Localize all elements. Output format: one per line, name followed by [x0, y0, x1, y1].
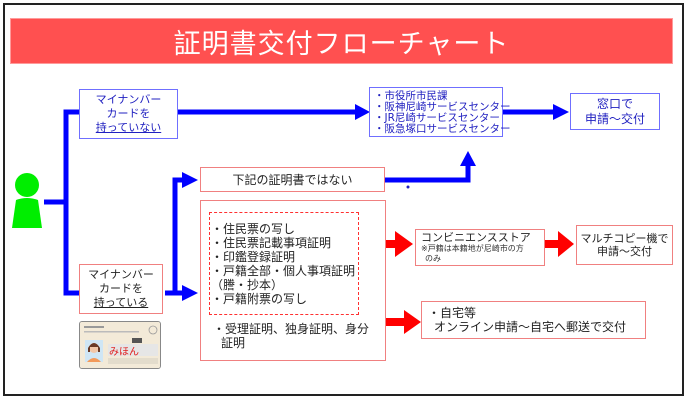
- online-application-box: ・自宅等 オンライン申請～自宅へ郵送で交付: [421, 301, 646, 339]
- counter-locations-box: ・市役所市民課 ・阪神尼崎サービスセンター ・JR尼崎サービスセンター ・阪急塚…: [369, 87, 511, 137]
- online-line2: オンライン申請～自宅へ郵送で交付: [434, 320, 627, 334]
- other-certificates-line1: ・受理証明、独身証明、身分: [213, 322, 370, 336]
- convenience-store-box: コンビニエンスストア ※戸籍は本籍地が尼崎市の方 のみ: [415, 229, 545, 266]
- has-card-line3: 持っている: [93, 296, 149, 309]
- has-card-line1: マイナンバー: [88, 268, 154, 281]
- counter-result-box: 窓口で 申請～交付: [570, 93, 660, 130]
- not-listed-label: 下記の証明書ではない: [232, 172, 353, 187]
- no-card-line2: カードを: [106, 107, 151, 120]
- online-line1: ・自宅等: [428, 306, 477, 320]
- location-item: ・阪急塚口サービスセンター: [374, 123, 511, 135]
- certificates-box: [200, 200, 386, 361]
- no-card-line1: マイナンバー: [95, 93, 162, 106]
- my-number-card-sample-icon: みほん: [79, 321, 161, 369]
- card-stamp: みほん: [109, 346, 139, 358]
- title-banner: 証明書交付フローチャート: [10, 18, 673, 64]
- has-card-line2: カードを: [99, 282, 143, 295]
- convenience-store-label: コンビニエンスストア: [421, 231, 531, 244]
- multicopy-line2: 申請～交付: [597, 245, 652, 258]
- multicopy-box: マルチコピー機で 申請～交付: [576, 225, 673, 265]
- convenience-eligible-list: ・住民票の写し ・住民票記載事項証明 ・印鑑登録証明 ・戸籍全部・個人事項証明 …: [211, 222, 355, 306]
- multicopy-line1: マルチコピー機で: [580, 232, 669, 245]
- has-card-box: マイナンバー カードを 持っている: [79, 264, 163, 314]
- certificate-item: ・住民票の写し: [211, 222, 296, 236]
- convenience-eligible-group: [209, 212, 359, 315]
- person-icon: [12, 173, 42, 228]
- certificate-item: ・住民票記載事項証明: [211, 236, 332, 250]
- location-item: ・市役所市民課: [374, 90, 448, 102]
- certificate-item: ・印鑑登録証明: [211, 250, 296, 264]
- certificate-item: ・戸籍全部・個人事項証明: [211, 264, 356, 278]
- counter-result-line2: 申請～交付: [584, 111, 645, 126]
- convenience-note-line2: のみ: [425, 254, 441, 263]
- page-title: 証明書交付フローチャート: [173, 28, 510, 60]
- certificate-item: ・戸籍附票の写し: [211, 292, 308, 306]
- other-certificates-line2: 証明: [221, 336, 246, 350]
- other-certificates: ・受理証明、独身証明、身分 証明: [213, 322, 369, 350]
- convenience-note-line1: ※戸籍は本籍地が尼崎市の方: [421, 244, 524, 253]
- no-card-line3: 持っていない: [95, 121, 162, 134]
- location-item: ・阪神尼崎サービスセンター: [374, 101, 511, 113]
- certificate-item: （謄・抄本）: [211, 278, 284, 292]
- not-listed-box: 下記の証明書ではない: [200, 167, 385, 192]
- location-item: ・JR尼崎サービスセンター: [374, 112, 500, 124]
- no-card-box: マイナンバー カードを 持っていない: [79, 89, 178, 139]
- counter-result-line1: 窓口で: [596, 96, 633, 111]
